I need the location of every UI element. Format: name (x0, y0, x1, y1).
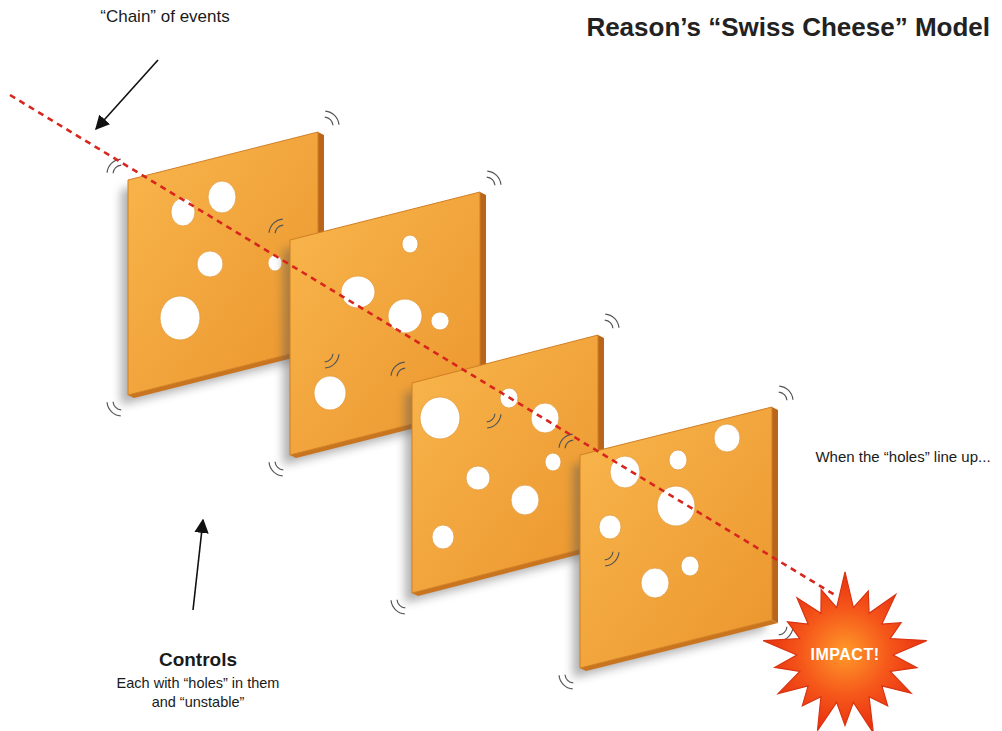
vibration-arc (325, 111, 339, 125)
vibration-arc (107, 159, 121, 173)
cheese-hole (531, 403, 559, 433)
slice-edge (772, 407, 778, 623)
cheese-hole (669, 450, 687, 470)
vibration-arc (107, 402, 121, 416)
cheese-hole (714, 424, 740, 452)
vibration-arc (565, 675, 573, 683)
vibration-arc (391, 600, 405, 614)
callout-label: When the “holes” line up... (806, 447, 1000, 467)
diagram-title: Reason’s “Swiss Cheese” Model (586, 12, 990, 43)
cheese-hole (681, 556, 699, 576)
cheese-hole (208, 181, 236, 213)
vibration-arc (325, 354, 333, 362)
vibration-arc (779, 392, 787, 400)
vibration-arc (113, 402, 121, 410)
slice-face (290, 192, 480, 455)
vibration-arc (269, 462, 283, 476)
cheese-hole (160, 296, 200, 340)
vibration-arc (269, 219, 283, 233)
vibration-arc (605, 320, 613, 328)
cheese-hole (341, 276, 375, 308)
vibration-arc (113, 165, 121, 173)
vibration-arc (275, 225, 283, 233)
slice-face (580, 407, 772, 668)
vibration-arc (559, 434, 573, 448)
vibration-arc (487, 177, 495, 185)
cheese-hole (268, 255, 282, 271)
cheese-hole (545, 453, 561, 471)
impact-burst: IMPACT! (760, 570, 930, 731)
cheese-hole (599, 515, 621, 539)
callout-label: “Chain” of events (80, 6, 250, 28)
vibration-arc (397, 600, 405, 608)
vibration-arc (325, 354, 339, 368)
vibration-arc (391, 362, 405, 376)
vibration-arc (779, 627, 787, 635)
vibration-arc (605, 552, 613, 560)
cheese-slice (283, 192, 486, 465)
vibration-arc (487, 171, 501, 185)
cheese-slices (121, 132, 778, 678)
cheese-hole (511, 485, 539, 515)
cheese-hole (171, 198, 195, 226)
vibration-arc (275, 462, 283, 470)
vibration-marks (107, 111, 793, 689)
vibration-arc (605, 314, 619, 328)
callout-label: Each with “holes” in them and “unstable” (108, 674, 288, 712)
vibration-arc (565, 440, 573, 448)
vibration-arc (397, 368, 405, 376)
cheese-hole (402, 235, 418, 253)
event-chain (10, 95, 835, 595)
slice-face (412, 335, 598, 593)
vibration-arc (487, 414, 495, 422)
cheese-hole (420, 397, 460, 439)
cheese-hole (431, 312, 449, 330)
vibration-arc (487, 414, 501, 428)
burst-text: IMPACT! (760, 570, 930, 731)
vibration-arc (325, 117, 333, 125)
vibration-arc (559, 675, 573, 689)
cheese-hole (388, 299, 422, 333)
leader-arrow (193, 520, 203, 610)
vibration-arc (779, 386, 793, 400)
cheese-hole (466, 466, 490, 490)
vibration-arc (605, 552, 619, 566)
callout-label: Controls (113, 648, 283, 673)
leader-arrow (96, 60, 158, 129)
cheese-hole (197, 251, 223, 277)
cheese-hole (641, 568, 669, 598)
event-chain-line (10, 95, 835, 595)
cheese-hole (314, 376, 346, 410)
cheese-hole (432, 525, 454, 549)
